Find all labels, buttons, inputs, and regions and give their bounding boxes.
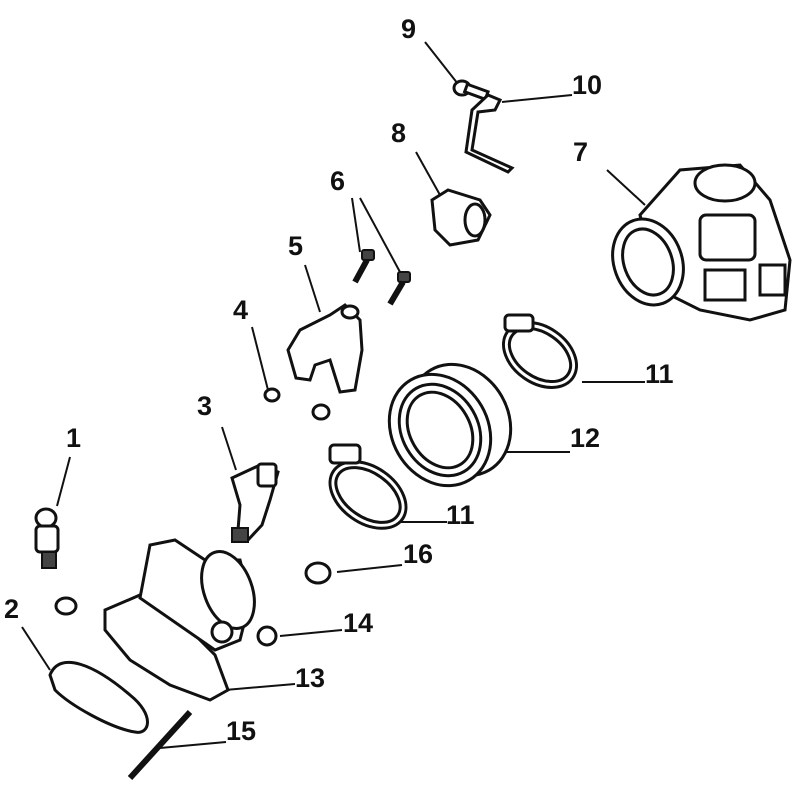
leader-1 bbox=[56, 456, 71, 507]
callout-16: 16 bbox=[403, 539, 434, 569]
part-3-injector bbox=[230, 462, 280, 543]
part-11-clamp-upper bbox=[502, 313, 578, 389]
part-1-sensor bbox=[34, 507, 78, 616]
callout-4: 4 bbox=[233, 295, 249, 325]
leader-14 bbox=[279, 629, 343, 637]
leader-16 bbox=[336, 564, 403, 573]
leader-10 bbox=[501, 94, 573, 103]
part-8-sensor bbox=[430, 188, 492, 247]
part-16-cap bbox=[304, 561, 332, 585]
part-14-cap bbox=[256, 625, 278, 647]
callout-11-upper: 11 bbox=[645, 359, 674, 389]
callout-7: 7 bbox=[573, 137, 589, 167]
leader-15 bbox=[159, 741, 227, 749]
callout-15: 15 bbox=[226, 716, 257, 746]
part-2-gasket bbox=[48, 660, 149, 734]
part-9-screw bbox=[452, 79, 490, 102]
callout-3: 3 bbox=[197, 391, 213, 421]
part-7-throttle-body bbox=[611, 163, 792, 322]
part-10-bracket bbox=[464, 93, 515, 174]
callout-8: 8 bbox=[391, 118, 407, 148]
leader-5 bbox=[304, 264, 321, 313]
callout-5: 5 bbox=[288, 231, 304, 261]
part-13-intake-manifold bbox=[103, 538, 256, 702]
callout-10: 10 bbox=[572, 70, 603, 100]
leader-lines bbox=[21, 41, 646, 749]
part-4-o-rings bbox=[263, 387, 331, 421]
callout-9: 9 bbox=[401, 14, 417, 44]
leader-6b bbox=[359, 197, 401, 273]
part-6-screws bbox=[352, 249, 411, 306]
callout-14: 14 bbox=[343, 608, 374, 638]
callout-1: 1 bbox=[66, 423, 82, 453]
leader-2 bbox=[21, 626, 51, 671]
callout-2: 2 bbox=[4, 594, 20, 624]
leader-8 bbox=[415, 151, 441, 196]
leader-7 bbox=[606, 169, 646, 206]
part-11-clamp-lower bbox=[328, 443, 408, 530]
leader-6a bbox=[351, 197, 361, 253]
leader-3 bbox=[221, 426, 237, 471]
part-12-rubber-boot bbox=[387, 362, 513, 488]
leader-4 bbox=[251, 326, 269, 391]
callout-11-lower: 11 bbox=[446, 500, 475, 530]
leader-9 bbox=[424, 41, 459, 85]
callout-13: 13 bbox=[295, 663, 326, 693]
part-5-fuel-rail bbox=[286, 303, 364, 394]
leader-13 bbox=[224, 683, 296, 691]
part-15-stud bbox=[127, 709, 193, 781]
callout-6: 6 bbox=[330, 166, 346, 196]
callout-12: 12 bbox=[570, 423, 601, 453]
